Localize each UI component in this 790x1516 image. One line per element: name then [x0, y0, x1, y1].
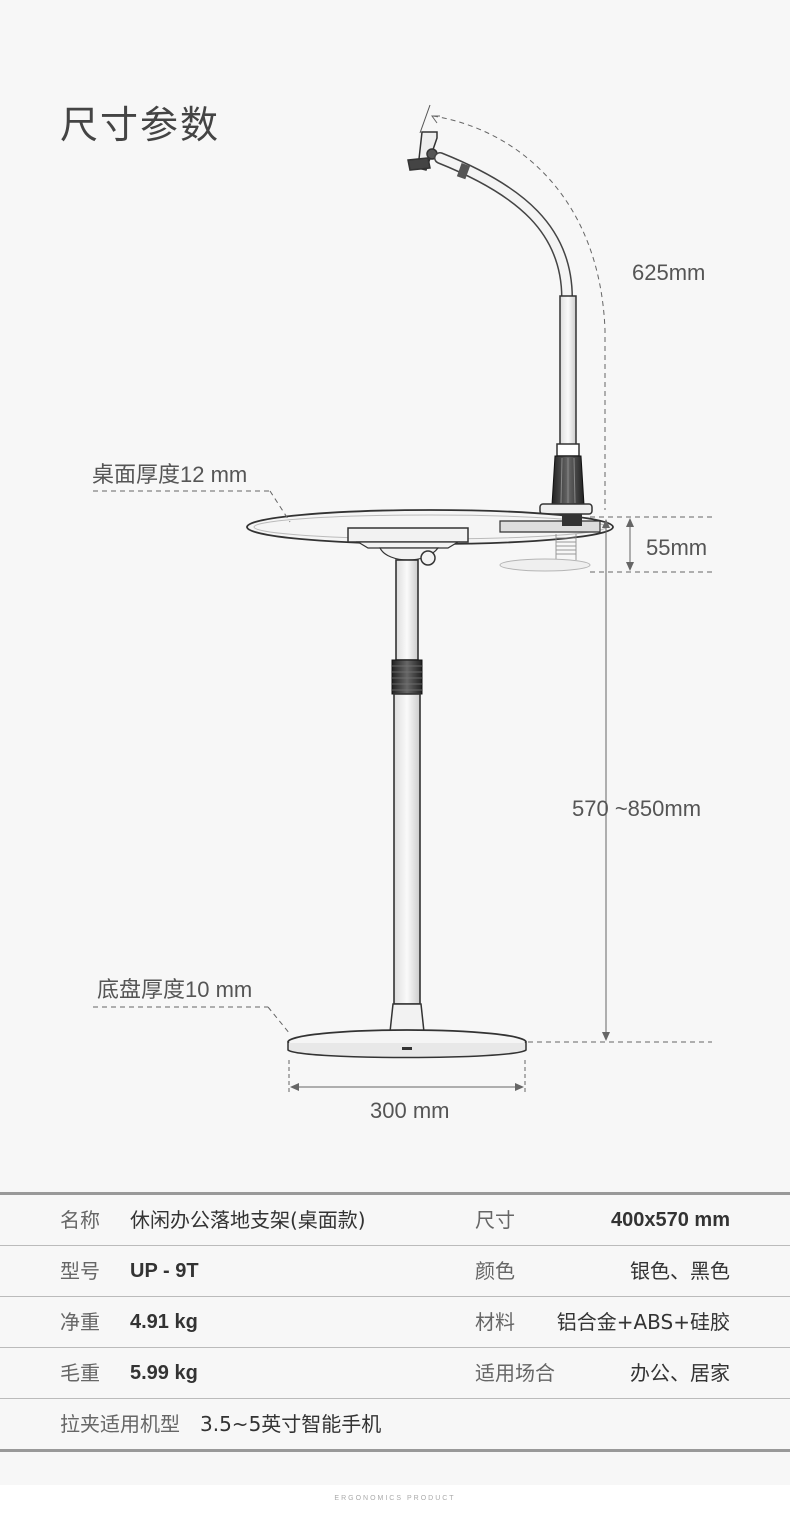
dim-label-desk-thickness: 桌面厚度12 mm: [92, 462, 247, 487]
upper-pole: [559, 295, 577, 447]
spec-label: 型号: [60, 1259, 100, 1283]
spec-value: 铝合金+ABS+硅胶: [556, 1310, 730, 1334]
footer-brand-text: ERGONOMICS PRODUCT: [334, 1495, 456, 1502]
dim-label-625: 625mm: [632, 260, 705, 285]
spec-label: 颜色: [475, 1259, 515, 1283]
spec-value: 休闲办公落地支架(桌面款): [130, 1208, 366, 1232]
spec-label: 拉夹适用机型: [60, 1412, 180, 1436]
spec-label: 尺寸: [475, 1208, 515, 1232]
spec-value: 办公、居家: [630, 1361, 730, 1385]
dim-label-55: 55mm: [646, 535, 707, 560]
spec-row: 净重 4.91 kg 材料 铝合金+ABS+硅胶: [0, 1297, 790, 1348]
spec-value: 银色、黑色: [630, 1259, 730, 1283]
spec-label: 材料: [475, 1310, 515, 1334]
page-title: 尺寸参数: [60, 103, 221, 147]
main-column: [395, 559, 419, 661]
spec-value: 5.99 kg: [130, 1362, 198, 1384]
spec-label: 毛重: [60, 1361, 100, 1385]
spec-row: 拉夹适用机型 3.5~5英寸智能手机: [0, 1399, 790, 1449]
dim-label-570-850: 570 ~850mm: [572, 796, 701, 821]
spec-label: 适用场合: [475, 1361, 555, 1385]
desk-clamp-screw: [499, 534, 591, 572]
spec-value: 400x570 mm: [611, 1209, 730, 1231]
spec-value: UP - 9T: [130, 1260, 199, 1282]
footer: ERGONOMICS PRODUCT: [0, 1485, 790, 1516]
height-adjust-ring: [391, 659, 423, 695]
spec-label: 名称: [60, 1208, 100, 1232]
dim-label-300: 300 mm: [370, 1098, 449, 1123]
spec-row: 名称 休闲办公落地支架(桌面款) 尺寸 400x570 mm: [0, 1195, 790, 1246]
spec-value: 3.5~5英寸智能手机: [200, 1412, 382, 1436]
dim-label-base-thickness: 底盘厚度10 mm: [97, 977, 252, 1002]
spec-label: 净重: [60, 1310, 100, 1334]
spec-value: 4.91 kg: [130, 1311, 198, 1333]
product-dimension-diagram: 625mm 55mm 570 ~850mm 桌面厚度12 mm 底盘厚度10 m…: [92, 104, 712, 1123]
height-lock-knob: [420, 550, 436, 566]
phone-clamp: [407, 104, 438, 171]
spec-row: 型号 UP - 9T 颜色 银色、黑色: [0, 1246, 790, 1297]
spec-table: 名称 休闲办公落地支架(桌面款) 尺寸 400x570 mm 型号 UP - 9…: [0, 1192, 790, 1452]
spec-row: 毛重 5.99 kg 适用场合 办公、居家: [0, 1348, 790, 1399]
